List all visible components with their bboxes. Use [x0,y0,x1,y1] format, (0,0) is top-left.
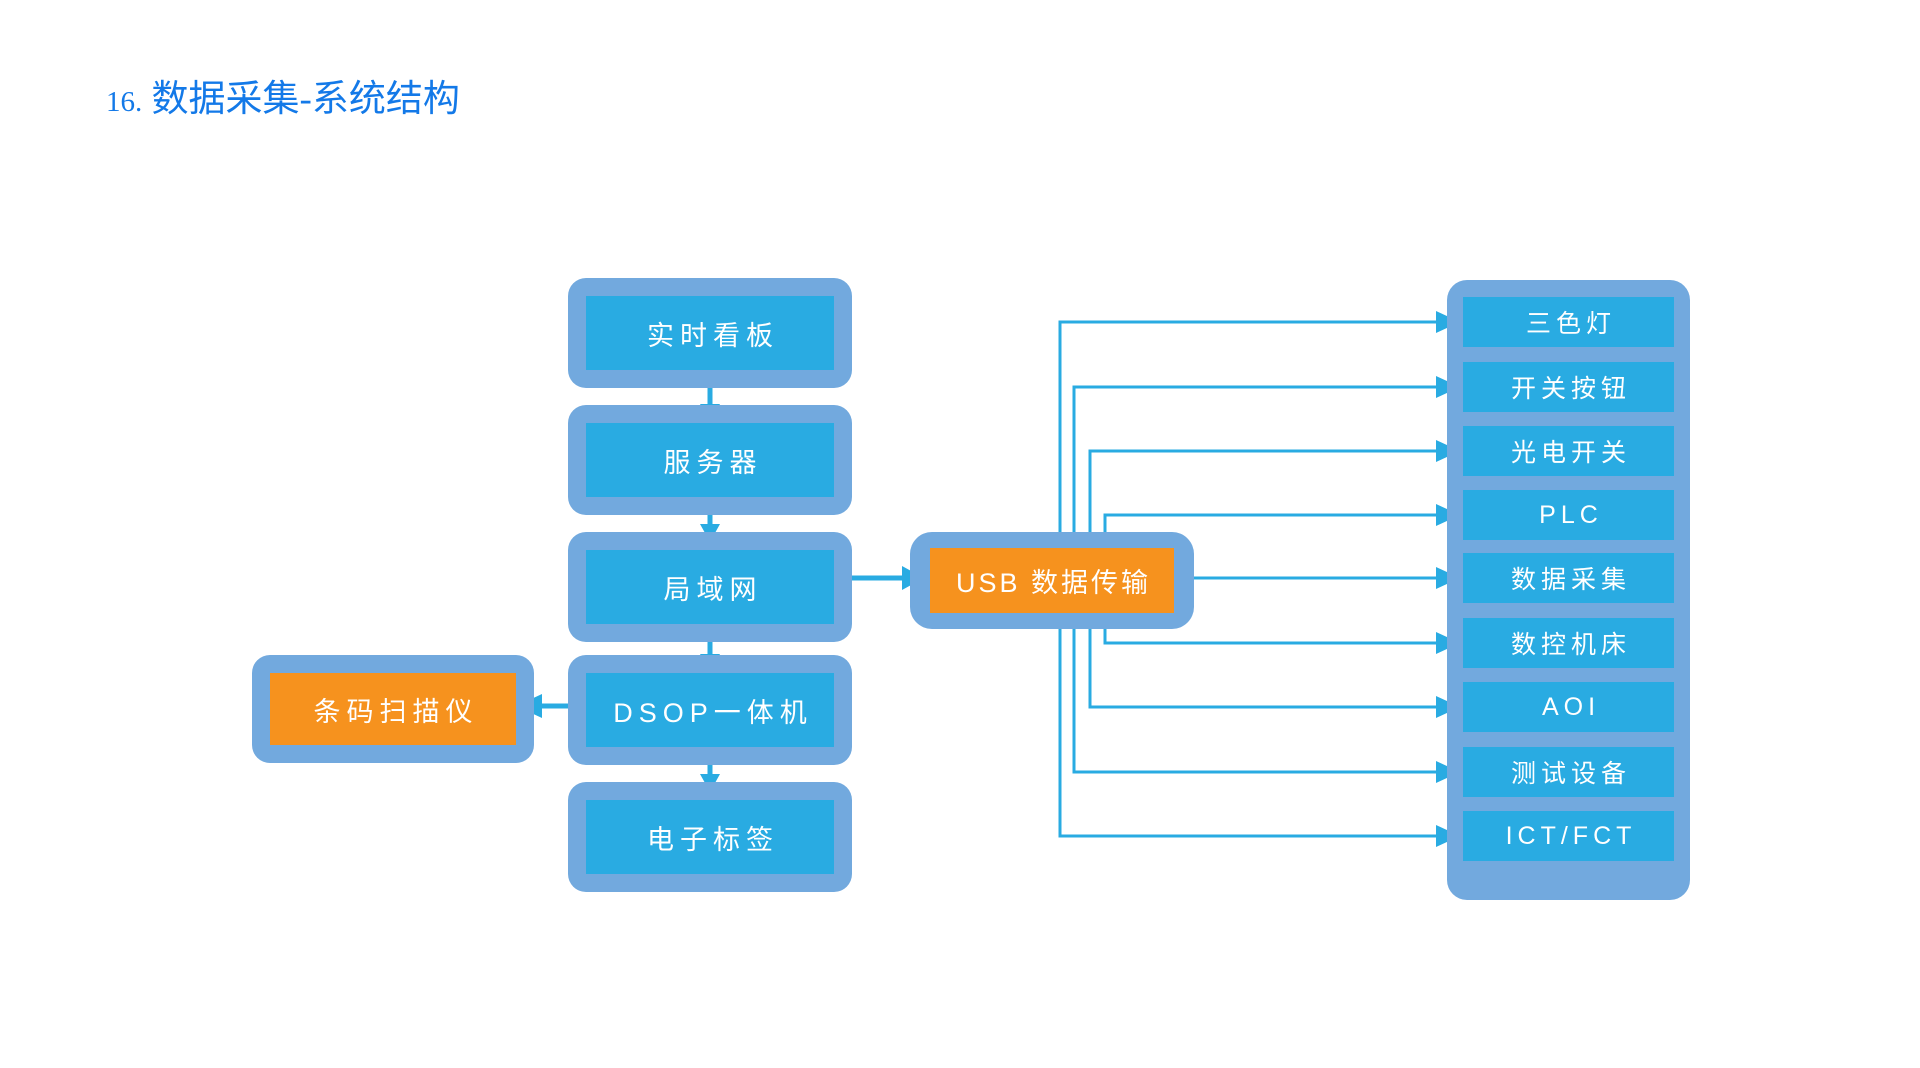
node-realtime-board-label: 实时看板 [586,296,834,370]
node-e-label-label: 电子标签 [586,800,834,874]
page-title: 16. 数据采集-系统结构 [106,78,460,124]
device-photo-switch[interactable]: 光电开关 [1463,426,1674,476]
wire-usb-to-data-collect [1168,567,1460,589]
node-server[interactable]: 服务器 [568,405,852,515]
device-data-collect-label: 数据采集 [1510,566,1631,594]
device-test-equipment[interactable]: 测试设备 [1463,747,1674,797]
node-lan[interactable]: 局域网 [568,532,852,642]
page-title-number: 16. [106,86,143,118]
device-data-collect[interactable]: 数据采集 [1463,553,1674,603]
device-tri-color-light[interactable]: 三色灯 [1463,297,1674,347]
node-usb-transfer-label: USB 数据传输 [930,548,1174,613]
device-photo-switch-label: 光电开关 [1510,439,1631,467]
device-test-equipment-label: 测试设备 [1510,760,1631,788]
node-e-label[interactable]: 电子标签 [568,782,852,892]
device-tri-color-light-label: 三色灯 [1525,310,1616,338]
device-cnc-machine-label: 数控机床 [1510,631,1631,659]
device-switch-button-label: 开关按钮 [1510,375,1631,403]
page-title-text: 数据采集-系统结构 [151,79,460,120]
node-barcode-scanner[interactable]: 条码扫描仪 [252,655,534,763]
node-dsop-machine-label: DSOP一体机 [586,673,834,747]
device-plc-label: PLC [1539,500,1603,529]
node-dsop-machine[interactable]: DSOP一体机 [568,655,852,765]
device-plc[interactable]: PLC [1463,490,1674,540]
device-ict-fct[interactable]: ICT/FCT [1463,811,1674,861]
node-realtime-board[interactable]: 实时看板 [568,278,852,388]
device-cnc-machine[interactable]: 数控机床 [1463,618,1674,668]
device-aoi-label: AOI [1541,692,1601,721]
node-server-label: 服务器 [586,423,834,497]
device-stack: 三色灯 开关按钮 光电开关 PLC 数据采集 数控机床 AOI 测试设备 ICT… [1447,280,1690,900]
node-usb-transfer[interactable]: USB 数据传输 [910,532,1194,629]
device-aoi[interactable]: AOI [1463,682,1674,732]
node-lan-label: 局域网 [586,550,834,624]
device-switch-button[interactable]: 开关按钮 [1463,362,1674,412]
node-barcode-scanner-label: 条码扫描仪 [270,673,516,745]
device-ict-fct-label: ICT/FCT [1505,821,1637,850]
